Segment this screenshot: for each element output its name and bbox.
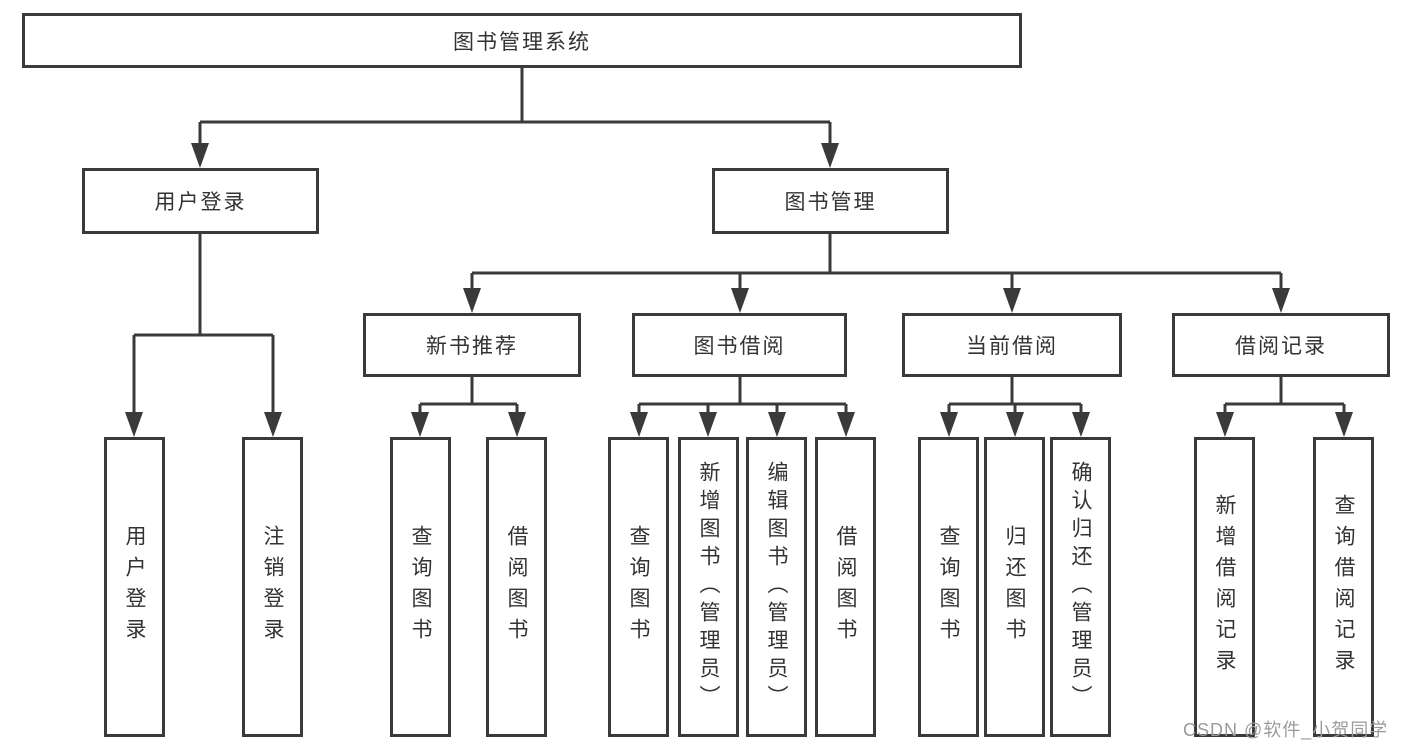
connector-book-borrow xyxy=(637,377,848,412)
arrow-icon xyxy=(940,412,958,437)
leaf-label: 查询图书 xyxy=(937,525,960,649)
leaf-label: 用户登录 xyxy=(123,525,146,649)
leaf-records-add-record: 新增借阅记录 xyxy=(1194,437,1255,737)
connector-user-login xyxy=(132,234,275,412)
node-book-borrow: 图书借阅 xyxy=(632,313,847,377)
arrow-icon xyxy=(1003,288,1021,313)
arrow-icon xyxy=(768,412,786,437)
connector-new-book-recommend xyxy=(418,377,519,412)
leaf-label: 借阅图书 xyxy=(834,525,857,649)
connector-current-borrow xyxy=(947,377,1083,412)
leaf-label: 查询借阅记录 xyxy=(1332,494,1355,680)
arrow-icon xyxy=(1216,412,1234,437)
arrow-icon xyxy=(411,412,429,437)
leaf-borrow-add-books-admin: 新增图书（管理员） xyxy=(678,437,739,737)
connector-book-management xyxy=(470,234,1283,288)
arrow-icon xyxy=(821,143,839,168)
leaf-borrow-borrow-books: 借阅图书 xyxy=(815,437,876,737)
leaf-recommend-borrow-books: 借阅图书 xyxy=(486,437,547,737)
leaf-recommend-query-books: 查询图书 xyxy=(390,437,451,737)
leaf-label: 新增借阅记录 xyxy=(1213,494,1236,680)
leaf-borrow-query-books: 查询图书 xyxy=(608,437,669,737)
arrow-icon xyxy=(630,412,648,437)
connector-root xyxy=(198,68,832,147)
node-book-management: 图书管理 xyxy=(712,168,949,234)
arrow-icon xyxy=(699,412,717,437)
arrow-icon xyxy=(1072,412,1090,437)
arrow-icon xyxy=(1006,412,1024,437)
node-root-system: 图书管理系统 xyxy=(22,13,1022,68)
leaf-borrow-edit-books-admin: 编辑图书（管理员） xyxy=(746,437,807,737)
leaf-label: 归还图书 xyxy=(1003,525,1026,649)
leaf-user-login: 用户登录 xyxy=(104,437,165,737)
arrow-icon xyxy=(837,412,855,437)
arrow-icon xyxy=(463,288,481,313)
leaf-current-confirm-return-admin: 确认归还（管理员） xyxy=(1050,437,1111,737)
leaf-label: 确认归还（管理员） xyxy=(1069,461,1092,713)
leaf-label: 新增图书（管理员） xyxy=(697,461,720,713)
arrow-icon xyxy=(1272,288,1290,313)
arrow-icon xyxy=(731,288,749,313)
leaf-logout: 注销登录 xyxy=(242,437,303,737)
leaf-records-query-record: 查询借阅记录 xyxy=(1313,437,1374,737)
arrow-icon xyxy=(264,412,282,437)
arrow-icon xyxy=(508,412,526,437)
csdn-watermark: CSDN @软件_小贺同学 xyxy=(1183,720,1389,740)
leaf-current-query-books: 查询图书 xyxy=(918,437,979,737)
arrow-icon xyxy=(125,412,143,437)
node-current-borrow: 当前借阅 xyxy=(902,313,1122,377)
node-user-login: 用户登录 xyxy=(82,168,319,234)
leaf-label: 注销登录 xyxy=(261,525,284,649)
leaf-label: 查询图书 xyxy=(627,525,650,649)
node-borrow-records: 借阅记录 xyxy=(1172,313,1390,377)
arrow-icon xyxy=(191,143,209,168)
leaf-label: 借阅图书 xyxy=(505,525,528,649)
leaf-current-return-books: 归还图书 xyxy=(984,437,1045,737)
arrow-icon xyxy=(1335,412,1353,437)
leaf-label: 编辑图书（管理员） xyxy=(765,461,788,713)
connector-borrow-records xyxy=(1223,377,1346,412)
leaf-label: 查询图书 xyxy=(409,525,432,649)
node-new-book-recommend: 新书推荐 xyxy=(363,313,581,377)
